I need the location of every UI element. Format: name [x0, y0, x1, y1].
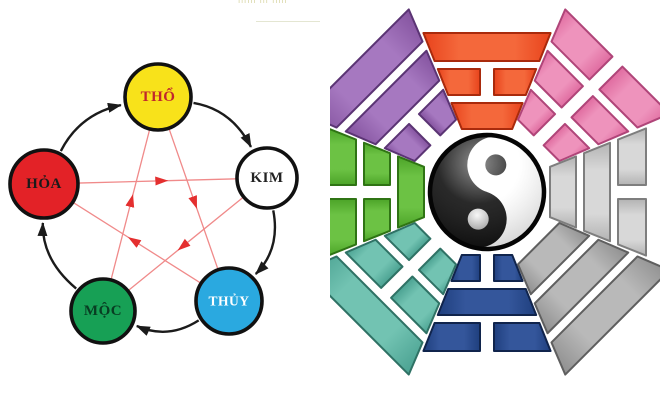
trigram-zhen-line-3-broken: [330, 127, 357, 186]
trigram-gen-line-3-solid: [330, 255, 424, 376]
trigram-xun-line-3-solid: [330, 8, 424, 129]
trigram-xun-top-left: [330, 8, 457, 162]
trigram-kun-line-1-broken: [517, 88, 557, 137]
trigram-kun-line-1-broken: [542, 122, 591, 162]
trigram-kan-line-3-broken: [493, 322, 552, 352]
trigram-li-line-1-solid: [450, 102, 524, 130]
bagua-diagram: [330, 8, 660, 376]
trigram-kan-line-1-broken: [450, 254, 481, 282]
trigram-qian-line-3-solid: [550, 255, 660, 376]
trigram-zhen-line-3-broken: [330, 198, 357, 257]
trigram-kun-line-3-broken: [598, 65, 660, 129]
trigram-li-top: [422, 32, 552, 130]
element-node-moc: MỘC: [69, 277, 137, 345]
trigram-zhen-line-2-broken: [363, 198, 391, 243]
generating-edge-thuy-moc: [135, 319, 200, 336]
trigram-dui-line-3-broken: [617, 127, 647, 186]
element-circle-hoa: [8, 148, 80, 220]
overcoming-edge-tho-thuy: [168, 127, 219, 271]
trigram-kun-top-right: [517, 8, 660, 162]
trigram-gen-line-2-broken: [344, 238, 404, 289]
trigram-qian-line-1-solid: [517, 222, 591, 296]
trigram-xun-line-2-solid: [344, 49, 441, 146]
trigram-qian-line-2-solid: [533, 238, 630, 335]
trigram-dui-line-3-broken: [617, 198, 647, 257]
yinyang-outer-ring: [427, 132, 547, 252]
trigram-gen-line-1-broken: [383, 222, 432, 262]
generating-edge-hoa-tho: [59, 102, 122, 152]
overcoming-edge-moc-tho: [110, 128, 151, 281]
element-label-thuy: THỦY: [208, 294, 249, 309]
trigram-kun-line-3-broken: [550, 8, 614, 81]
trigram-qian-bottom-right: [517, 222, 660, 376]
element-circle-tho: [123, 62, 193, 132]
trigram-kan-line-2-solid: [436, 288, 538, 316]
element-node-tho: THỔ: [123, 62, 193, 132]
element-circle-moc: [69, 277, 137, 345]
element-label-kim: KIM: [250, 170, 283, 186]
trigram-gen-line-1-broken: [417, 247, 457, 296]
trigram-zhen-line-2-broken: [363, 141, 391, 186]
generating-edge-tho-kim: [193, 101, 253, 148]
trigram-kan-bottom: [422, 254, 552, 352]
trigram-gen-bottom-left: [330, 222, 457, 376]
trigram-kan-line-3-broken: [422, 322, 481, 352]
yinyang-gloss-overlay: [430, 135, 544, 249]
trigram-dui-line-2-solid: [583, 141, 611, 243]
trigram-li-line-2-broken: [436, 68, 481, 96]
top-watermark-text: ılıılı ılı ıılıl: [238, 0, 288, 5]
five-elements-diagram: THỔ KIM THỦY MỘC HỎA: [8, 62, 299, 345]
element-label-moc: MỘC: [84, 302, 122, 319]
element-circle-thuy: [194, 266, 264, 336]
element-label-hoa: HỎA: [26, 175, 62, 192]
trigram-xun-line-1-broken: [383, 122, 432, 162]
trigram-kan-line-1-broken: [493, 254, 524, 282]
element-node-thuy: THỦY: [194, 266, 264, 336]
overcoming-edge-hoa-kim: [77, 176, 238, 186]
trigram-dui-right: [549, 127, 647, 257]
element-node-kim: KIM: [235, 146, 299, 210]
generating-cycle-arcs: [37, 101, 277, 336]
trigram-zhen-left: [330, 127, 425, 257]
overcoming-edge-thuy-hoa: [72, 201, 202, 284]
trigram-gen-line-2-broken: [390, 275, 441, 335]
trigram-zhen-line-1-solid: [397, 155, 425, 229]
watermark-underline: [256, 21, 320, 22]
element-label-tho: THỔ: [141, 87, 176, 105]
trigram-kun-line-2-broken: [533, 49, 584, 109]
trigram-li-line-2-broken: [493, 68, 538, 96]
trigram-xun-line-1-broken: [417, 88, 457, 137]
yin-yang-symbol: [427, 132, 547, 252]
overcoming-edge-kim-moc: [127, 196, 245, 292]
trigram-li-line-3-solid: [422, 32, 552, 62]
generating-edge-kim-thuy: [254, 210, 277, 275]
trigram-kun-line-2-broken: [570, 95, 630, 146]
generating-edge-moc-hoa: [37, 221, 77, 290]
overcoming-cycle-lines: [72, 127, 245, 292]
element-circle-kim: [235, 146, 299, 210]
element-node-hoa: HỎA: [8, 148, 80, 220]
trigram-dui-line-1-solid: [549, 155, 577, 229]
